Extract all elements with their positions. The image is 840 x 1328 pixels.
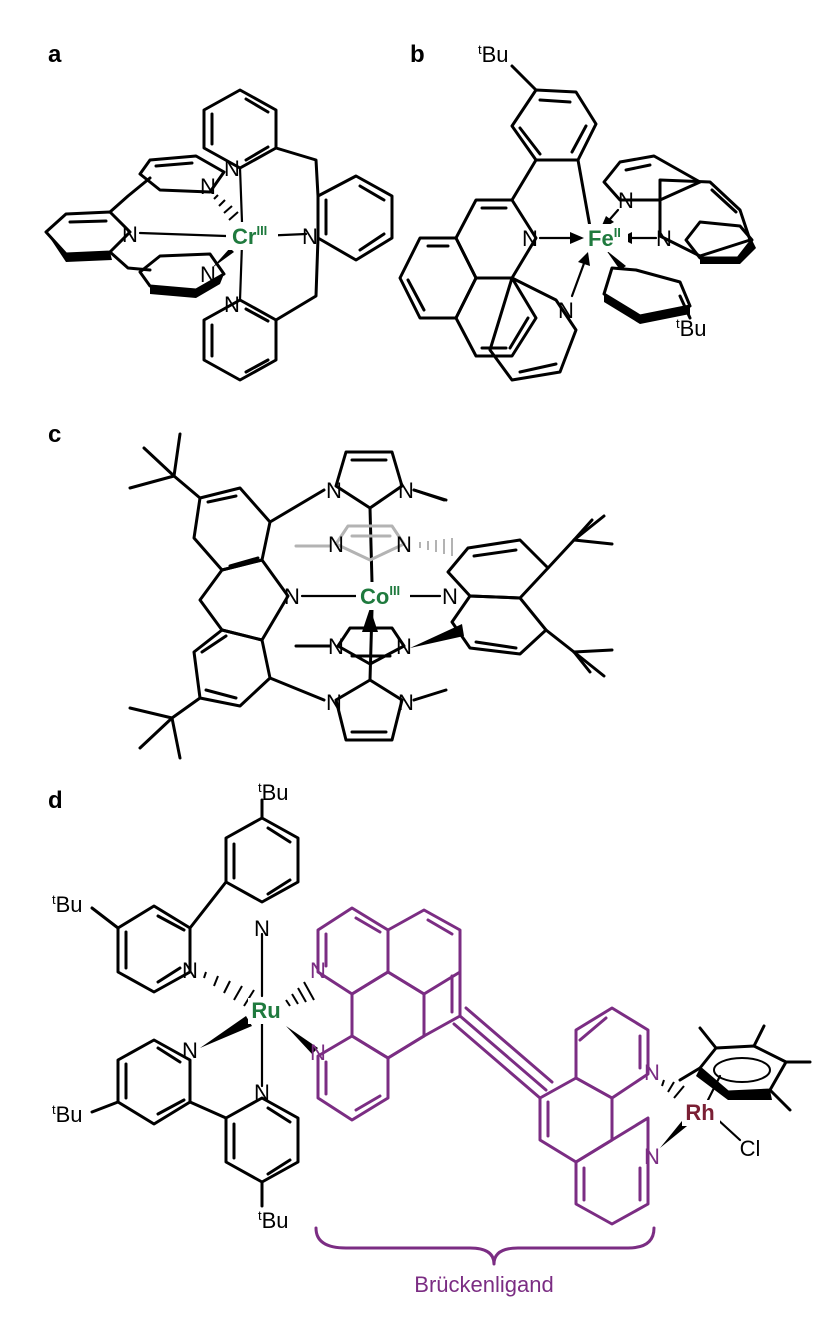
svg-text:N: N <box>396 634 412 659</box>
svg-text:tBu: tBu <box>478 42 509 67</box>
ru-center: Ru <box>251 998 280 1023</box>
svg-text:N: N <box>200 174 216 199</box>
svg-text:N: N <box>618 188 634 213</box>
panel-c: c <box>48 421 614 760</box>
panel-a: a <box>44 41 394 382</box>
svg-text:Cl: Cl <box>740 1136 761 1161</box>
svg-text:N: N <box>558 298 574 323</box>
svg-text:N: N <box>200 262 216 287</box>
svg-text:N: N <box>396 532 412 557</box>
bridge-caption: Brückenligand <box>414 1272 553 1297</box>
rh-center: Rh <box>685 1100 714 1125</box>
svg-text:N: N <box>224 292 240 317</box>
svg-text:tBu: tBu <box>258 1208 289 1233</box>
svg-text:tBu: tBu <box>52 1102 83 1127</box>
svg-text:N: N <box>182 958 198 983</box>
panel-a-label: a <box>48 41 62 68</box>
svg-text:N: N <box>284 584 300 609</box>
svg-text:tBu: tBu <box>52 892 83 917</box>
svg-text:N: N <box>656 226 672 251</box>
svg-text:N: N <box>442 584 458 609</box>
svg-text:N: N <box>644 1060 660 1085</box>
panel-d: d tBu tBu tBu tBu <box>48 780 812 1297</box>
svg-text:N: N <box>310 1040 326 1065</box>
svg-text:N: N <box>326 478 342 503</box>
svg-text:N: N <box>398 690 414 715</box>
svg-text:N: N <box>644 1144 660 1169</box>
co-center: CoIII <box>360 583 400 609</box>
svg-text:tBu: tBu <box>676 316 707 341</box>
svg-text:N: N <box>522 226 538 251</box>
panel-b-label: b <box>410 41 425 68</box>
panel-d-label: d <box>48 787 63 814</box>
svg-text:N: N <box>224 156 240 181</box>
svg-text:N: N <box>328 532 344 557</box>
panel-b: b tBu tBu <box>398 41 756 382</box>
svg-text:N: N <box>310 958 326 983</box>
cr-center: CrIII <box>232 223 267 249</box>
panel-c-label: c <box>48 421 61 448</box>
fe-center: FeII <box>588 225 621 251</box>
svg-text:N: N <box>254 916 270 941</box>
svg-text:N: N <box>122 222 138 247</box>
svg-text:N: N <box>326 690 342 715</box>
svg-text:N: N <box>328 634 344 659</box>
svg-text:N: N <box>302 224 318 249</box>
svg-text:N: N <box>182 1038 198 1063</box>
svg-text:N: N <box>254 1080 270 1105</box>
svg-text:tBu: tBu <box>258 780 289 805</box>
svg-text:N: N <box>398 478 414 503</box>
